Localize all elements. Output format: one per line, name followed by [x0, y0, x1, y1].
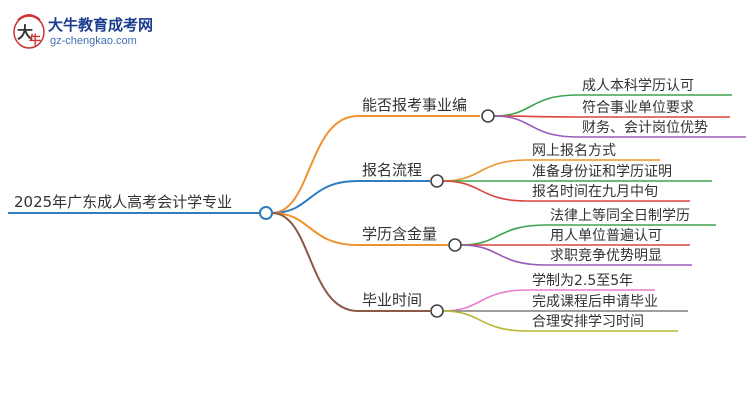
leaf-topic[interactable]: 财务、会计岗位优势 [582, 120, 708, 136]
leaf-topic[interactable]: 合理安排学习时间 [532, 314, 644, 330]
logo-mark-icon: 大 牛 [13, 14, 45, 49]
leaf-connector [442, 289, 529, 312]
svg-text:大: 大 [17, 23, 33, 42]
leaf-topic[interactable]: 准备身份证和学历证明 [532, 163, 672, 180]
leaf-topic[interactable]: 报名时间在九月中旬 [532, 184, 658, 200]
leaf-connector [442, 159, 529, 182]
branch-topic[interactable]: 毕业时间 [362, 291, 422, 309]
site-logo[interactable]: 大 牛 大牛教育成考网 gz-chengkao.com [12, 12, 182, 52]
root-topic[interactable]: 2025年广东成人高考会计学专业 [14, 193, 232, 211]
leaf-topic[interactable]: 法律上等同全日制学历 [550, 207, 690, 224]
branch-collapse-toggle[interactable] [430, 174, 444, 188]
branch-collapse-toggle[interactable] [430, 304, 444, 318]
branch-connector [271, 212, 359, 246]
leaf-topic[interactable]: 成人本科学历认可 [582, 78, 694, 94]
leaf-connector [493, 94, 579, 117]
leaf-topic[interactable]: 符合事业单位要求 [582, 100, 694, 116]
logo-title: 大牛教育成考网 [48, 16, 154, 34]
branch-collapse-toggle[interactable] [448, 238, 462, 252]
branch-topic[interactable]: 学历含金量 [362, 225, 437, 243]
leaf-topic[interactable]: 学制为2.5至5年 [532, 273, 633, 289]
branch-connector [271, 212, 359, 312]
leaf-topic[interactable]: 网上报名方式 [532, 143, 616, 159]
leaf-topic[interactable]: 用人单位普遍认可 [550, 228, 662, 244]
svg-text:牛: 牛 [29, 32, 41, 47]
leaf-connector [442, 180, 529, 202]
root-collapse-toggle[interactable] [259, 206, 273, 220]
branch-connector [271, 180, 359, 214]
leaf-topic[interactable]: 完成课程后申请毕业 [532, 294, 658, 310]
branch-topic[interactable]: 能否报考事业编 [362, 96, 467, 114]
leaf-connector [442, 310, 529, 332]
leaf-connector [460, 244, 547, 266]
logo-url: gz-chengkao.com [50, 35, 137, 47]
leaf-topic[interactable]: 求职竞争优势明显 [550, 247, 662, 264]
branch-topic[interactable]: 报名流程 [362, 161, 422, 179]
leaf-connector [460, 224, 547, 246]
branch-collapse-toggle[interactable] [481, 109, 495, 123]
branch-connector [271, 115, 359, 214]
leaf-connector [493, 115, 579, 138]
